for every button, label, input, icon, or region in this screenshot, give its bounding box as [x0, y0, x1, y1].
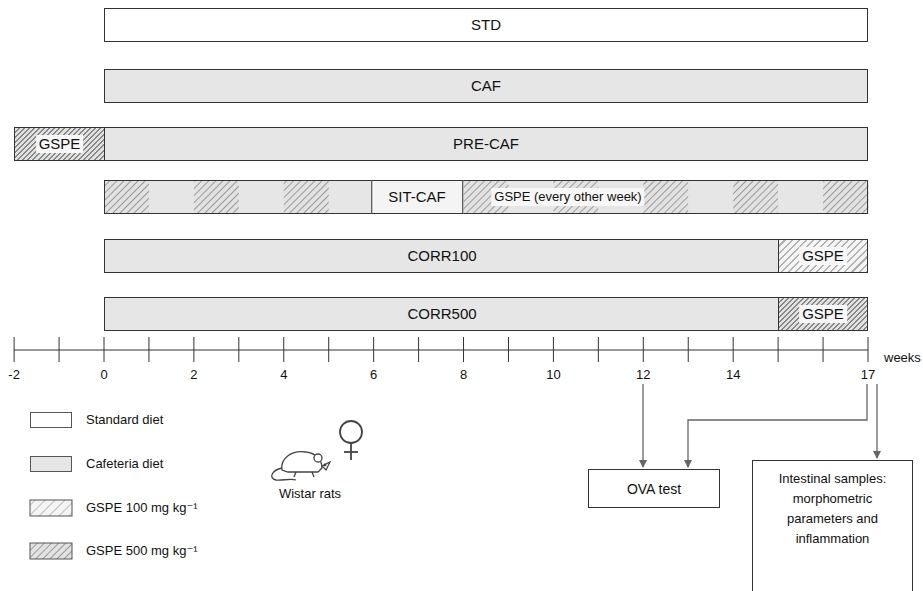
axis-tick-label: 6: [370, 367, 377, 383]
node-label: GSPE: [799, 247, 847, 265]
gspe-segment: GSPE: [14, 127, 105, 161]
sampling-arrows: [643, 384, 877, 467]
node-label: GSPE: [36, 135, 84, 153]
legend-text: Standard diet: [86, 412, 163, 428]
test-box: OVA test: [588, 469, 720, 508]
node-label: STD: [471, 16, 501, 34]
axis-tick-label: -2: [8, 367, 20, 383]
node-label: CAF: [471, 77, 501, 95]
axis-tick-label: 2: [190, 367, 197, 383]
node-label: CORR100: [407, 247, 476, 265]
node-label: Intestinal samples: morphometric paramet…: [759, 469, 906, 549]
axis-tick-label: 14: [726, 367, 740, 383]
node-label: SIT-CAF: [371, 180, 463, 214]
animal-label: Wistar rats: [279, 486, 341, 502]
node-label: GSPE (every other week): [491, 188, 644, 206]
legend-swatch: [30, 456, 72, 472]
diet-bar: PRE-CAF: [104, 127, 868, 161]
hatch-swatch: [30, 543, 72, 559]
node-label: PRE-CAF: [453, 135, 519, 153]
legend-swatch: [30, 412, 72, 428]
alternating-weeks: [104, 180, 869, 214]
axis-tick-label: 4: [280, 367, 287, 383]
female-symbol: [340, 421, 362, 460]
axis-tick-label: 0: [100, 367, 107, 383]
hatch-swatch: [30, 500, 72, 516]
axis-unit: weeks: [884, 350, 921, 366]
axis-tick-label: 8: [460, 367, 467, 383]
node-label: GSPE: [799, 305, 847, 323]
gspe-segment: GSPE: [778, 297, 868, 331]
node-label: OVA test: [627, 480, 681, 498]
gspe-segment: GSPE: [778, 239, 868, 273]
diet-bar: SIT-CAF GSPE (every other week): [104, 180, 868, 214]
rat-icon: [272, 452, 330, 481]
diet-bar: CAF: [104, 69, 868, 103]
axis-tick-label: 10: [546, 367, 560, 383]
legend-text: Cafeteria diet: [86, 456, 163, 472]
axis-tick-label: 17: [861, 367, 875, 383]
legend-text: GSPE 500 mg kg⁻¹: [86, 543, 198, 559]
sample-box: Intestinal samples: morphometric paramet…: [752, 460, 913, 591]
time-axis: [14, 337, 868, 362]
diet-bar: STD: [104, 8, 868, 42]
node-label: CORR500: [407, 305, 476, 323]
diet-bar: CORR500 GSPE: [104, 297, 868, 331]
legend-text: GSPE 100 mg kg⁻¹: [86, 500, 198, 516]
diet-bar: CORR100 GSPE: [104, 239, 868, 273]
axis-tick-label: 12: [636, 367, 650, 383]
